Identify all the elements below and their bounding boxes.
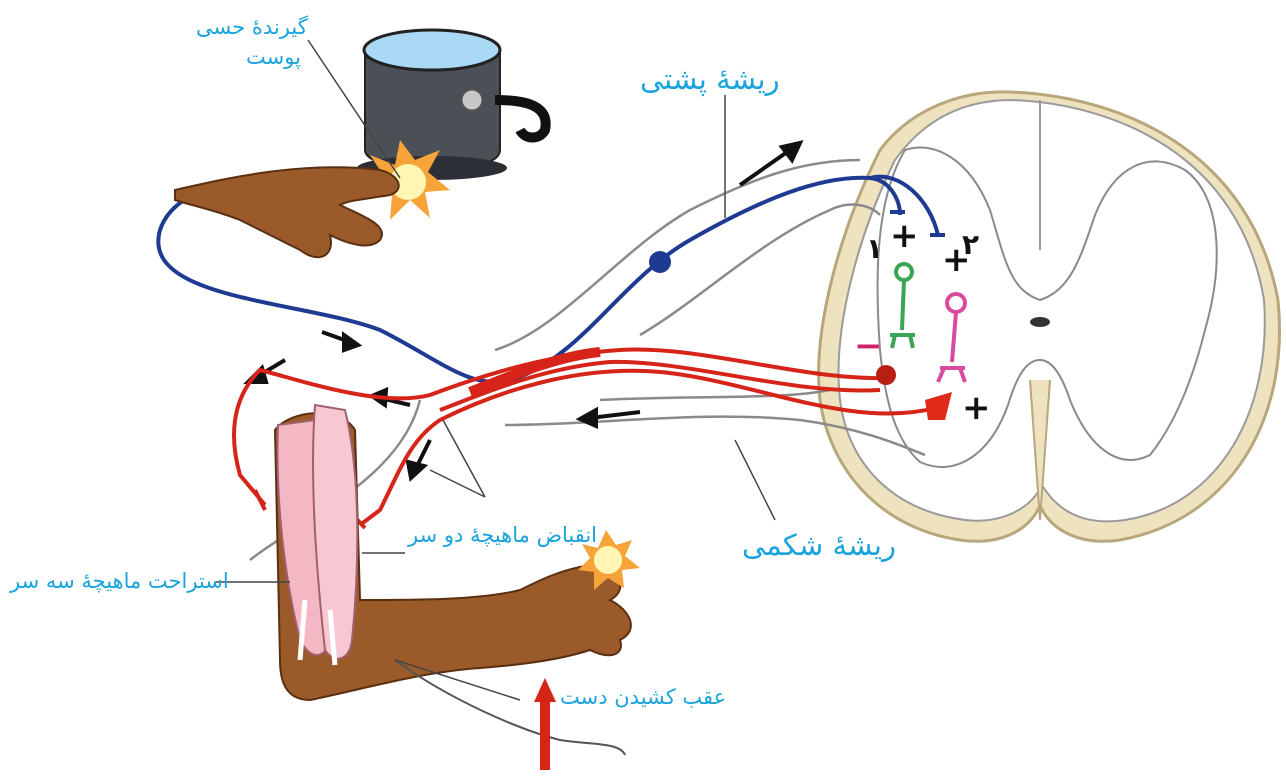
withdraw-arrow xyxy=(534,678,556,770)
dorsal-root-ganglion xyxy=(649,251,671,273)
triceps-relaxation-label: استراحت ماهیچهٔ سه سر xyxy=(10,568,229,594)
excitation-plus: + xyxy=(962,388,991,428)
motor-neuron-body-1 xyxy=(876,365,896,385)
hand-touching-pot xyxy=(175,140,450,257)
inhibition-minus: − xyxy=(854,326,883,366)
ventral-root-label: ریشهٔ شکمی xyxy=(742,528,896,562)
interneuron-1-plus: + xyxy=(890,216,919,256)
receptor-label-line2: پوست xyxy=(246,44,301,70)
withdraw-hand-label: عقب کشیدن دست xyxy=(560,684,726,710)
dorsal-root-label: ریشهٔ پشتی xyxy=(640,62,780,96)
interneuron-2-number: ۲ xyxy=(962,228,979,261)
spinal-cord-cross-section xyxy=(819,92,1280,541)
receptor-label-line1: گیرندهٔ حسی xyxy=(196,14,308,40)
biceps-contraction-label: انقباض ماهیچهٔ دو سر xyxy=(408,522,597,548)
interneuron-1-number: ۱ xyxy=(866,232,883,265)
central-canal xyxy=(1030,317,1050,327)
hot-pot xyxy=(357,30,546,180)
